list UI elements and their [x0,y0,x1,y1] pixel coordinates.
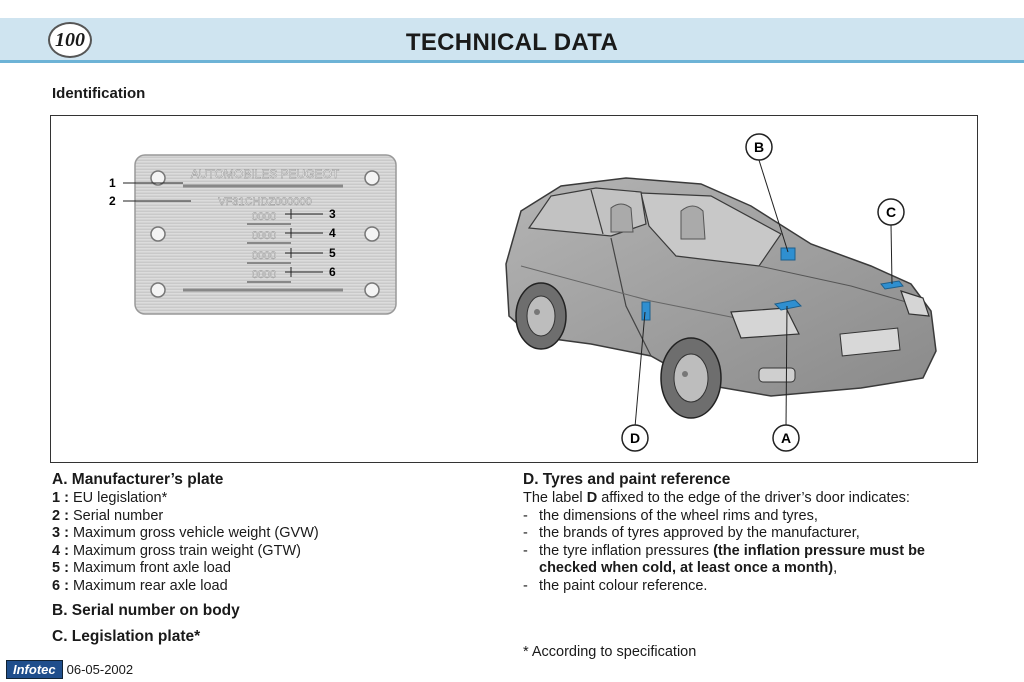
section-title: Identification [52,85,146,102]
label-d-marker [641,301,651,321]
page-number: 100 [48,22,92,58]
footer-date: 06-05-2002 [66,662,134,677]
left-column: A. Manufacturer’s plate 1 : EU legislati… [52,470,492,647]
callout-2: 2 [109,194,116,208]
callout-d-text: D [630,430,640,446]
callout-6: 6 [329,265,336,279]
heading-legislation-plate: C. Legislation plate* [52,628,201,645]
plate-rivet-icon [150,282,166,298]
plate-body [134,154,397,315]
infotec-logo: Infotec [6,660,63,679]
callout-c [877,198,905,226]
tyre-info-list: the dimensions of the wheel rims and tyr… [523,508,983,596]
label-c-marker [880,280,904,290]
callout-a [772,424,800,452]
callout-3: 3 [329,207,336,221]
plate-serial-text: VF31CHDZ000000 [218,196,312,208]
page-title: TECHNICAL DATA [405,29,619,56]
list-item: 2 : Serial number [52,507,164,524]
list-item: 1 : EU legislation* [52,490,168,506]
plate-rivet-icon [364,170,380,186]
page-header: 100 TECHNICAL DATA [0,18,1024,63]
plate-rivet-icon [364,282,380,298]
plate-maker-text: AUTOMOBILES PEUGEOT [191,167,340,181]
callout-b [745,133,773,161]
plate-value-field: 0000 [252,211,276,223]
label-a-marker [773,299,803,311]
plate-rivet-icon [364,226,380,242]
list-item: 3 : Maximum gross vehicle weight (GVW) [52,525,319,541]
right-column: D. Tyres and paint reference The label D… [523,470,983,595]
list-item: 5 : Maximum front axle load [52,560,231,576]
plate-value-field: 0000 [252,250,276,262]
list-item: the dimensions of the wheel rims and tyr… [523,508,983,526]
heading-manufacturers-plate: A. Manufacturer’s plate [52,471,224,488]
callout-a-text: A [781,430,791,446]
list-item: 4 : Maximum gross train weight (GTW) [52,542,301,559]
plate-value-field: 0000 [252,269,276,281]
intro-paragraph: The label D affixed to the edge of the d… [523,490,910,506]
callout-1: 1 [109,176,116,190]
footnote: * According to specification [523,644,697,660]
identification-figure: AUTOMOBILES PEUGEOT VF31CHDZ000000 0000 … [50,115,978,463]
heading-serial-number-body: B. Serial number on body [52,602,240,619]
plate-rivet-icon [150,226,166,242]
figure-drawing: AUTOMOBILES PEUGEOT VF31CHDZ000000 0000 … [109,133,937,452]
plate-value-field: 0000 [252,230,276,242]
callout-4: 4 [329,226,336,240]
heading-tyres-paint: D. Tyres and paint reference [523,471,731,488]
label-b-marker [780,247,796,261]
car-illustration: B C D A [505,133,937,452]
manufacturer-plate: AUTOMOBILES PEUGEOT VF31CHDZ000000 0000 … [109,154,397,315]
plate-rivet-icon [150,170,166,186]
callout-b-text: B [754,139,764,155]
list-item: the paint colour reference. [523,578,983,596]
list-item: the brands of tyres approved by the manu… [523,525,983,543]
callout-c-text: C [886,204,896,220]
callout-d [621,424,649,452]
list-item: the tyre inflation pressures (the inflat… [523,543,983,578]
callout-5: 5 [329,246,336,260]
list-item: 6 : Maximum rear axle load [52,577,228,594]
